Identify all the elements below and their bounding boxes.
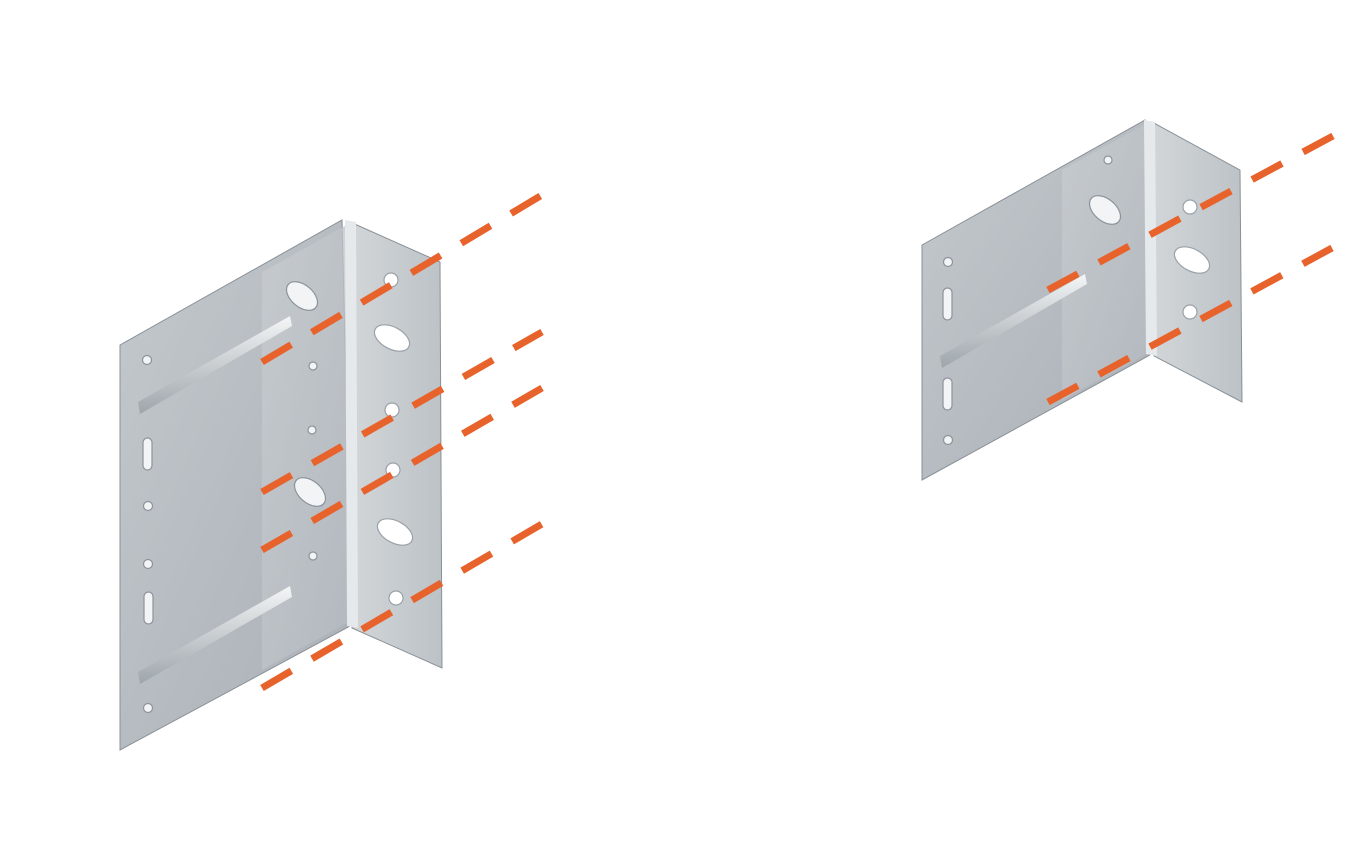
tall-bracket <box>119 219 443 751</box>
fixing-line-dash <box>1301 132 1335 156</box>
fixing-line-dash <box>460 550 494 574</box>
tall-bracket-inner-face <box>262 226 352 670</box>
fixing-line-dash <box>310 500 344 525</box>
tall-inner-hole <box>308 551 318 561</box>
fixing-line-dash <box>511 384 544 408</box>
tall-inner-hole <box>308 361 318 371</box>
tall-bracket-bend <box>345 220 358 628</box>
short-plate-slot <box>942 287 953 321</box>
fixing-line-dash <box>1046 270 1080 294</box>
short-flange-hole <box>1182 199 1198 215</box>
short-plate-hole <box>942 256 954 268</box>
fixing-line-dash <box>1046 382 1080 406</box>
fixing-line-dash <box>461 356 495 380</box>
fixing-line-dash <box>310 443 344 467</box>
tall-plate-hole <box>141 354 153 366</box>
fixing-line-dash <box>360 414 394 438</box>
fixing-line-dash <box>359 282 393 306</box>
fixing-line-dash <box>510 521 544 545</box>
short-flange-hole <box>1182 304 1198 320</box>
short-flange-slot <box>1173 246 1211 274</box>
tall-inner-slot <box>293 477 327 507</box>
fixing-line-dash <box>411 385 445 409</box>
fixing-line-dash <box>410 442 444 466</box>
short-bracket-rib <box>940 274 1087 368</box>
fixing-lines <box>260 132 1335 692</box>
tall-flange-hole <box>384 402 400 418</box>
fixing-line-dash <box>512 328 544 352</box>
fixing-line-dash <box>1199 299 1233 323</box>
tall-plate-hole <box>142 500 154 512</box>
fixing-line-dash <box>1199 188 1233 211</box>
fixing-line-dash <box>260 667 294 692</box>
short-inner-hole <box>1103 155 1113 165</box>
fixing-line-dash <box>1148 215 1182 238</box>
fixing-line-dash <box>360 471 394 495</box>
tall-flange-slot <box>376 518 414 546</box>
tall-inner-slot <box>285 281 319 311</box>
tall-flange-hole <box>388 590 404 606</box>
fixing-line-dash <box>410 579 444 604</box>
fixing-line-dash <box>509 192 543 217</box>
tall-inner-hole <box>307 425 317 435</box>
tall-plate-hole <box>142 702 154 714</box>
fixing-line-dash <box>1097 355 1131 378</box>
fixing-line-dash <box>1250 160 1284 183</box>
fixing-line-dash <box>360 609 394 633</box>
fixing-line-dash <box>260 341 293 366</box>
fixing-line-dash <box>461 413 494 437</box>
fixing-line-dash <box>1097 243 1131 266</box>
short-plate-slot <box>942 377 953 411</box>
short-plate-hole <box>942 434 954 446</box>
tall-plate-hole <box>142 558 154 570</box>
tall-plate-slot <box>143 591 154 625</box>
tall-plate-slot <box>142 437 153 471</box>
tall-flange-slot <box>373 324 411 352</box>
fixing-line-dash <box>310 311 343 336</box>
fixing-line-dash <box>409 252 443 276</box>
short-inner-slot <box>1088 195 1122 225</box>
fixing-line-dash <box>1250 272 1284 295</box>
fixing-line-dash <box>260 472 294 496</box>
short-bracket-bend <box>1144 120 1157 356</box>
fixing-line-dash <box>260 529 294 554</box>
tall-bracket-rib-lower <box>138 586 292 684</box>
fixing-line-dash <box>459 222 493 247</box>
fixing-line-dash <box>1301 244 1334 267</box>
short-bracket <box>921 119 1243 481</box>
fixing-line-dash <box>310 638 344 662</box>
tall-bracket-rib-upper <box>138 316 292 414</box>
fixing-line-dash <box>1148 327 1182 350</box>
